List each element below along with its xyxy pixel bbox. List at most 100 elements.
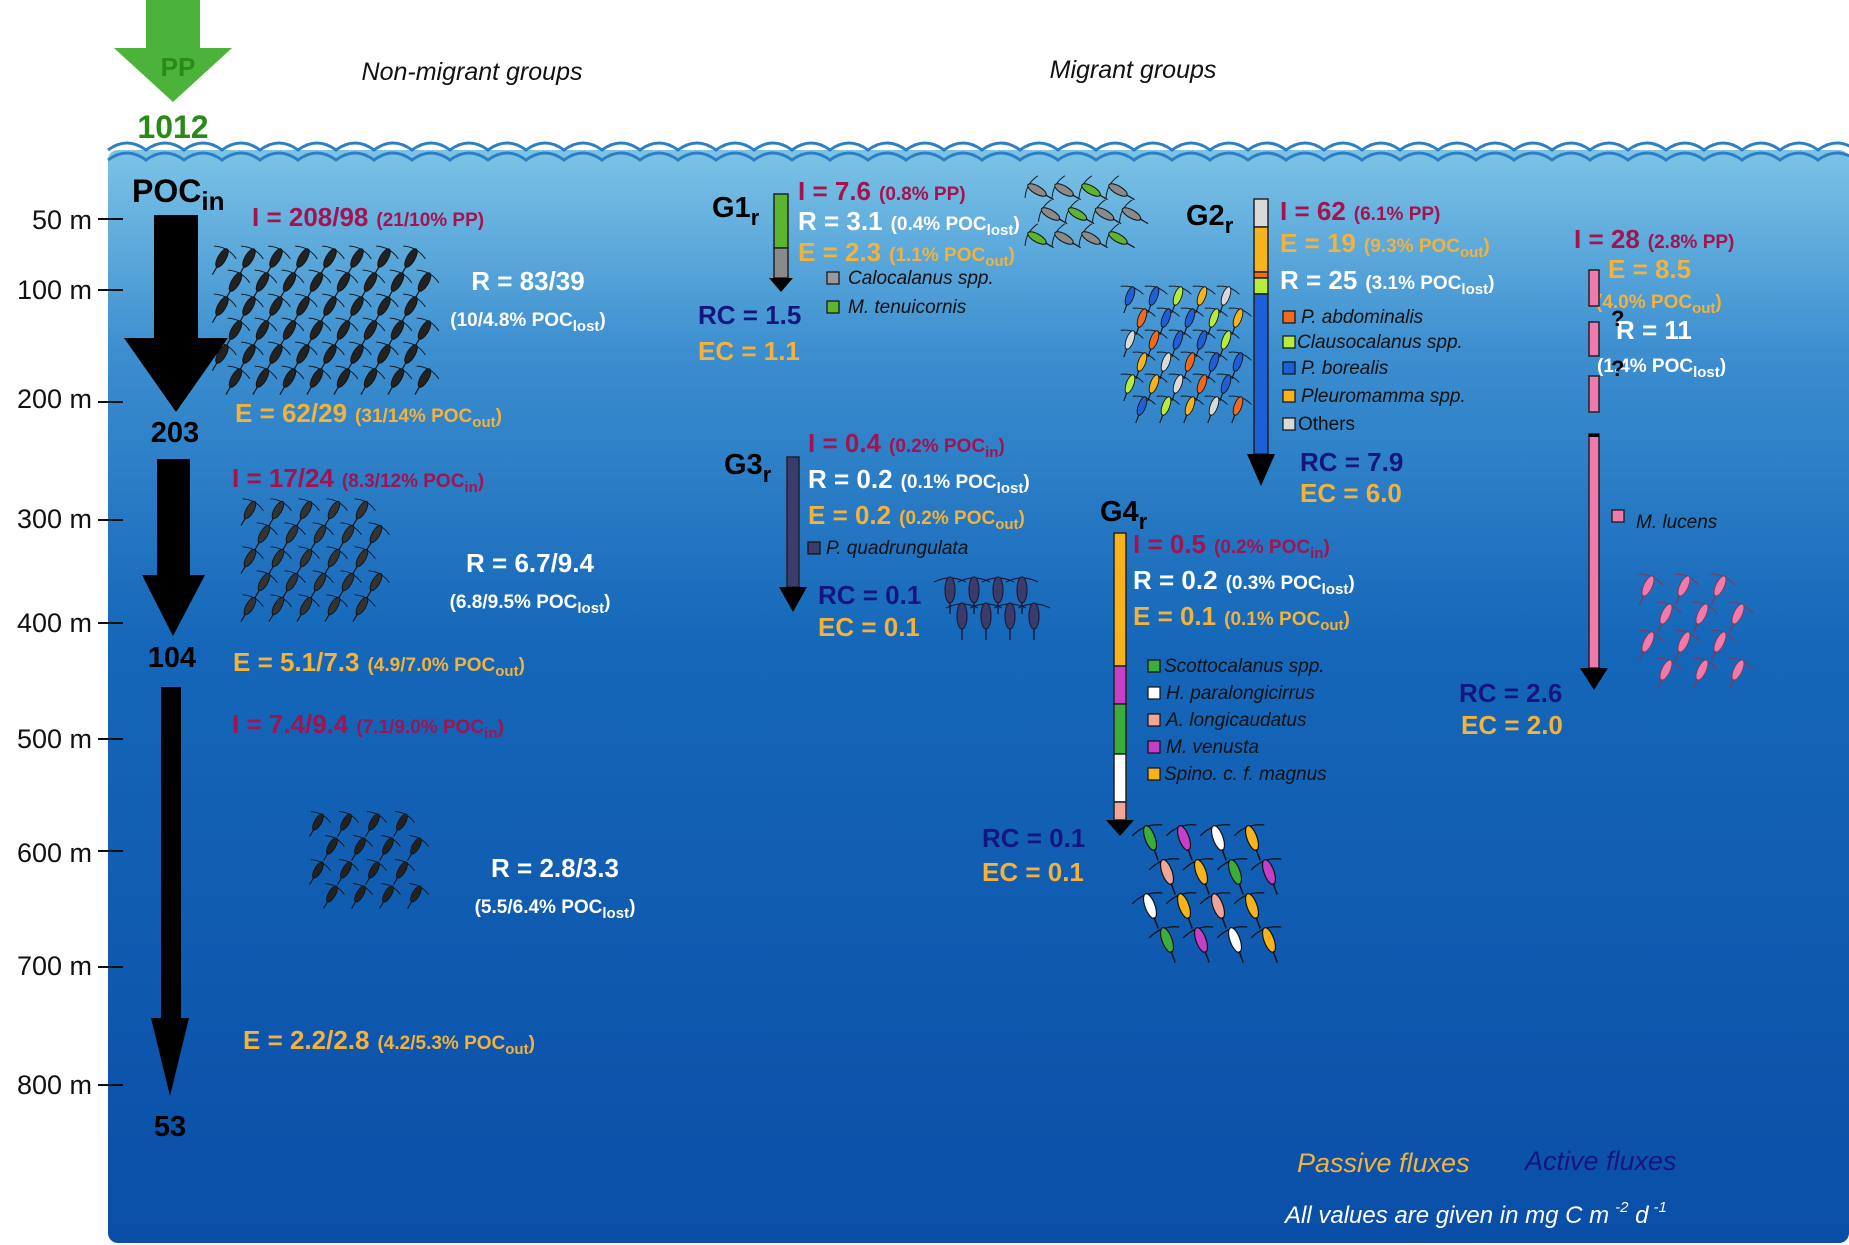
sinking-arrow-2 [142,459,205,636]
legend-item: P. abdominalis [1282,307,1424,328]
copepod-icon [1638,573,1664,605]
passive-fluxes-label: Passive fluxes [1297,1148,1470,1178]
g4-legend: Scottocalanus spp. H. paralongicirrus A.… [1147,656,1327,785]
depth-tick: 700 m [17,951,123,981]
copepod-icon [282,522,306,550]
svg-text:M. venusta: M. venusta [1166,737,1259,758]
copepod-icon [225,365,251,395]
copepod-icon [1017,602,1051,640]
legend-item: M. lucens [1611,509,1718,533]
g4-bar [1106,532,1134,836]
copepod-icon [1692,601,1718,633]
copepod-icon [1148,926,1180,963]
copepod-icon [1182,858,1214,895]
copepod-icon [1120,285,1144,314]
copepod-icon [240,594,264,622]
nm-l3-respiration-pct: (5.5/6.4% POClost) [475,897,636,922]
copepod-icon [387,365,413,395]
g1-ec: EC = 1.1 [698,336,800,366]
copepod-icon [296,594,320,622]
g5-ingestion: I = 28(2.8% PP) [1574,224,1734,254]
copepod-icon [379,835,401,861]
copepod-icon [1065,199,1095,225]
copepod-icon [351,835,373,861]
g2-rc: RC = 7.9 [1300,447,1403,477]
svg-text:Pleuromamma spp.: Pleuromamma spp. [1301,386,1466,407]
depth-tick: 300 m [17,504,123,534]
copepod-icon [1105,223,1135,249]
poc-in-label: POCin [132,173,224,216]
svg-text:Spino. c. f. magnus: Spino. c. f. magnus [1164,764,1327,785]
copepod-icon [1728,601,1754,633]
legend-item: Clausocalanus spp. [1282,332,1463,353]
copepod-icon [993,602,1027,640]
svg-text:Clausocalanus spp.: Clausocalanus spp. [1297,332,1463,353]
copepod-swarm-g1 [1024,175,1149,249]
svg-text:H. paralongicirrus: H. paralongicirrus [1166,683,1315,704]
copepod-icon [407,883,429,909]
legend-item: M. tenuicornis [826,297,967,318]
poc-flux-104: 104 [148,642,196,674]
copepod-icon [333,365,359,395]
sinking-arrow-3 [151,687,189,1096]
copepod-icon [1144,373,1168,402]
copepod-icon [352,498,376,526]
copepod-icon [1674,573,1700,605]
legend-item: P. borealis [1282,358,1389,379]
copepod-icon [254,570,278,598]
nonmigrant-title: Non-migrant groups [362,58,583,86]
migrant-title: Migrant groups [1050,56,1217,84]
nm-l1-egestion: E = 62/29(31/14% POCout) [235,398,502,431]
copepod-icon [387,269,413,299]
copepod-icon [1204,395,1228,424]
copepod-icon [1204,351,1228,380]
copepod-icon [1250,926,1282,963]
g3-ingestion: I = 0.4(0.2% POCin) [808,428,1005,461]
copepod-icon [1710,629,1736,661]
copepod-icon [365,811,387,837]
copepod-swarm-nonmigrant-3 [309,811,429,909]
g2-label: G2r [1186,200,1234,238]
ocean-background [108,150,1849,1243]
nm-l3-ingestion: I = 7.4/9.4(7.1/9.0% POCin) [232,709,504,742]
copepod-icon [1216,329,1240,358]
g2-ingestion: I = 62(6.1% PP) [1280,196,1440,226]
copepod-swarm-g2 [1120,285,1252,424]
copepod-icon [309,859,331,885]
g1-legend: Calocalanus spp. M. tenuicornis [826,268,994,318]
copepod-icon [1119,199,1149,225]
svg-text:Others: Others [1298,414,1355,435]
copepod-icon [400,341,426,371]
copepod-icon [1005,576,1039,614]
copepod-icon [1105,175,1135,201]
nm-l1-ingestion: I = 208/98(21/10% PP) [252,202,484,232]
copepod-icon [310,522,334,550]
g1-label: G1r [712,192,760,230]
svg-text:P. borealis: P. borealis [1301,358,1389,379]
g1-respiration: R = 3.1(0.4% POClost) [798,206,1020,239]
copepod-icon [1120,329,1144,358]
pp-arrow [114,0,232,102]
copepod-icon [1168,285,1192,314]
copepod-icon [1233,824,1265,861]
copepod-icon [1156,395,1180,424]
g2-bar [1247,198,1275,486]
copepod-icon [1156,307,1180,336]
copepod-icon [1180,395,1204,424]
g5-respiration-pct: (1.4% POClost) [1597,356,1726,381]
copepod-icon [1051,223,1081,249]
copepod-icon [360,317,386,347]
legend-item: P. quadrungulata [807,538,968,559]
g5-legend: M. lucens [1611,509,1718,533]
legend-item: H. paralongicirrus [1147,683,1315,704]
copepod-icon [337,859,359,885]
copepod-icon [933,576,967,614]
copepod-icon [400,245,426,275]
copepod-icon [296,546,320,574]
g2-egestion: E = 19(9.3% POCout) [1280,228,1490,261]
copepod-icon [1165,892,1197,929]
copepod-icon [309,811,331,837]
copepod-icon [1199,892,1231,929]
svg-text:800 m: 800 m [17,1070,92,1100]
copepod-icon [1182,926,1214,963]
